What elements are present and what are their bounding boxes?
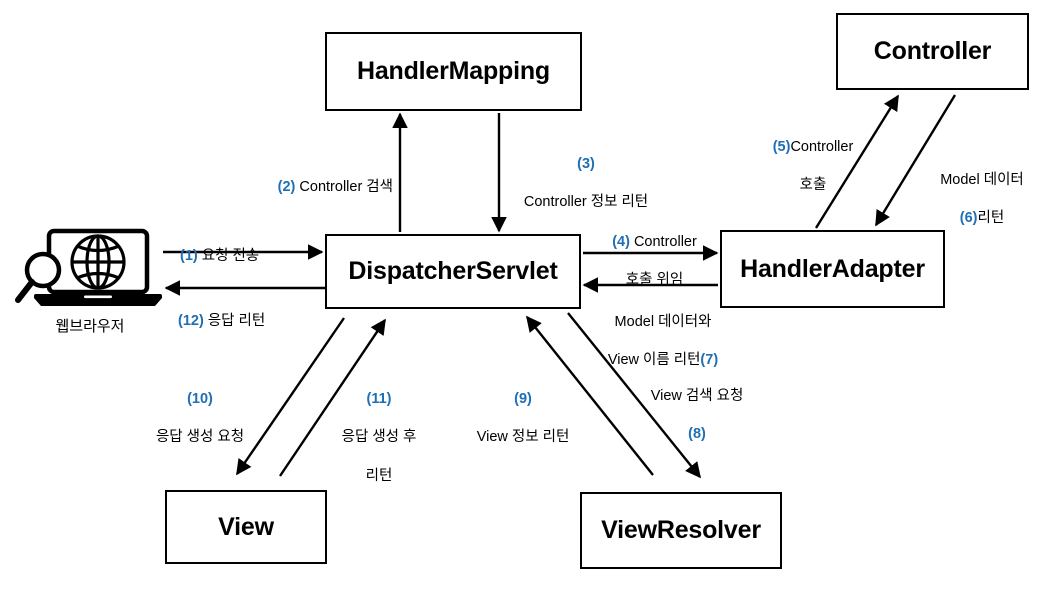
edge-5-number: (5) bbox=[772, 139, 791, 156]
edge-11-text: 응답 생성 후 bbox=[341, 429, 417, 446]
arrow-5-controller-call bbox=[814, 94, 900, 229]
edge-2-text: Controller 검색 bbox=[295, 179, 393, 196]
arrow-10-render-request bbox=[236, 317, 345, 476]
edge-label-6: Model 데이터 (6)리턴 bbox=[923, 152, 1041, 248]
edge-8-text: View 검색 요청 bbox=[650, 388, 744, 405]
edge-label-7: Model 데이터와 View 이름 리턴(7) bbox=[588, 294, 738, 390]
edge-9-text: View 정보 리턴 bbox=[476, 429, 570, 446]
edge-label-12: (12) 응답 리턴 bbox=[178, 293, 338, 331]
edge-6-number: (6) bbox=[959, 210, 978, 227]
edge-7-text-line2: View 이름 리턴 bbox=[607, 352, 701, 369]
edge-label-3: (3) Controller 정보 리턴 bbox=[506, 136, 666, 232]
edge-label-4: (4) Controller 호출 위임 bbox=[592, 214, 717, 310]
edge-label-5: (5)Controller 호출 bbox=[748, 119, 878, 215]
edge-4-text: Controller bbox=[629, 234, 697, 251]
edge-3-text: Controller 정보 리턴 bbox=[523, 194, 649, 211]
edge-5-text: Controller bbox=[790, 139, 854, 156]
arrow-6-model-data-return bbox=[874, 94, 957, 227]
arrow-8-view-lookup-request bbox=[567, 312, 701, 479]
edge-10-number: (10) bbox=[187, 391, 213, 408]
edge-6-text: Model 데이터 bbox=[940, 172, 1024, 189]
edge-2-number: (2) bbox=[277, 179, 296, 196]
edge-12-text: 응답 리턴 bbox=[203, 313, 266, 330]
edge-11-text-line2: 리턴 bbox=[365, 467, 393, 484]
edge-4-number: (4) bbox=[612, 234, 630, 251]
edge-label-9: (9) View 정보 리턴 bbox=[458, 371, 588, 467]
edge-11-number: (11) bbox=[366, 391, 392, 408]
edge-7-text: Model 데이터와 bbox=[614, 314, 712, 331]
browser-caption: 웹브라우저 bbox=[55, 318, 125, 335]
node-view[interactable]: View bbox=[165, 490, 327, 564]
arrow-9-view-info-return bbox=[526, 315, 654, 476]
edge-label-11: (11) 응답 생성 후 리턴 bbox=[325, 371, 433, 505]
node-controller[interactable]: Controller bbox=[836, 13, 1029, 90]
arrow-11-render-return bbox=[279, 318, 386, 477]
edge-12-number: (12) bbox=[178, 313, 204, 330]
edge-9-number: (9) bbox=[514, 391, 532, 408]
edge-6-text-line2: 리턴 bbox=[977, 210, 1005, 227]
edge-label-10: (10) 응답 생성 요청 bbox=[139, 371, 261, 467]
edge-3-number: (3) bbox=[577, 156, 595, 173]
node-handler-mapping[interactable]: HandlerMapping bbox=[325, 32, 582, 111]
node-dispatcher-servlet[interactable]: DispatcherServlet bbox=[325, 234, 581, 309]
edge-1-number: (1) bbox=[180, 248, 198, 265]
edge-10-text: 응답 생성 요청 bbox=[155, 429, 245, 446]
edge-7-number: (7) bbox=[700, 352, 719, 369]
edge-1-text: 요청 전송 bbox=[197, 248, 260, 265]
node-view-resolver[interactable]: ViewResolver bbox=[580, 492, 782, 569]
edge-4-text-line2: 호출 위임 bbox=[625, 272, 684, 289]
edge-label-1: (1) 요청 전송 bbox=[180, 228, 330, 266]
edge-5-text-line2: 호출 bbox=[799, 177, 827, 194]
edge-label-8: View 검색 요청 (8) bbox=[632, 368, 762, 464]
laptop-globe-search-icon bbox=[15, 228, 162, 306]
edge-label-2: (2) Controller 검색 bbox=[248, 159, 393, 197]
node-handler-adapter[interactable]: HandlerAdapter bbox=[720, 230, 945, 308]
edge-8-number: (8) bbox=[688, 426, 706, 443]
